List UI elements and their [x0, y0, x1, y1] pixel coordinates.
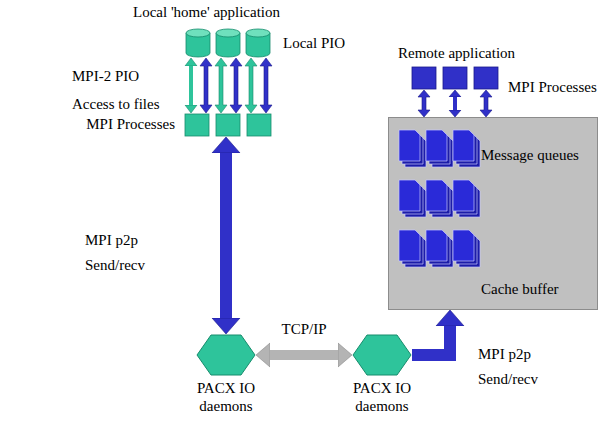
process-square — [474, 67, 498, 89]
storage-cylinders-shape — [183, 28, 273, 58]
process-square — [443, 67, 467, 89]
queue-page — [426, 180, 447, 211]
pio-arrow — [215, 58, 227, 113]
process-square — [216, 114, 240, 136]
queue-page — [453, 180, 474, 211]
pio-arrow — [260, 58, 272, 113]
edge-label: MPI-2 PIO Access to files — [72, 62, 184, 118]
disk-cylinder — [246, 29, 270, 57]
pio-arrow — [230, 58, 242, 113]
node-label: PACX IO daemons — [186, 379, 266, 415]
hexagon-outline — [353, 335, 411, 375]
edge-label: TCP/IP — [262, 320, 346, 338]
node-label: Message queues — [481, 146, 579, 164]
cylinder-top — [246, 29, 270, 37]
disk-cylinder — [186, 29, 210, 57]
disk-cylinder — [216, 29, 240, 57]
pio-arrow — [200, 58, 212, 113]
cylinder-top — [216, 29, 240, 37]
application-title: Local 'home' application — [133, 3, 280, 21]
connector-arrow — [189, 66, 193, 105]
daemon-hexagon-shape — [352, 334, 412, 376]
process-squares-shape — [183, 113, 273, 137]
connector-arrow — [220, 153, 232, 318]
connector-arrow — [453, 97, 457, 110]
queue-arrow — [418, 90, 430, 117]
daemon-hexagon: PACX IO daemons — [196, 334, 256, 376]
process-squares-shape — [410, 66, 500, 90]
pio-arrow — [245, 58, 257, 113]
daemon-hexagon-shape — [196, 334, 256, 376]
process-square — [247, 114, 271, 136]
queue-page — [453, 230, 474, 261]
node-caption: Cache buffer — [481, 280, 559, 298]
queue-page — [399, 230, 420, 261]
cylinder-top — [186, 29, 210, 37]
queue-page — [426, 130, 447, 161]
node-label: MPI Processes — [86, 115, 175, 133]
hexagon-outline — [197, 335, 255, 375]
queue-page — [453, 130, 474, 161]
edge-label: MPI p2p Send/recv — [85, 228, 163, 278]
process-squares: MPI Processes — [410, 66, 500, 90]
process-square — [185, 114, 209, 136]
queue-arrow — [480, 90, 492, 117]
daemon-hexagon: PACX IO daemons — [352, 334, 412, 376]
application-title: Remote application — [398, 44, 515, 62]
connector-arrow — [270, 350, 338, 360]
node-label: Local PIO — [283, 34, 345, 52]
queue-page — [426, 230, 447, 261]
queue-arrows — [418, 90, 492, 117]
cache-buffer: Message queuesCache buffer — [388, 117, 598, 310]
process-squares: MPI Processes — [183, 113, 273, 137]
queue-page — [399, 180, 420, 211]
pio-arrows — [200, 58, 272, 113]
queue-page — [399, 130, 420, 161]
process-square — [412, 67, 436, 89]
edge-label: MPI p2p Send/recv — [478, 342, 558, 392]
node-label: MPI Processes — [508, 78, 597, 96]
storage-cylinders: Local PIO — [183, 28, 273, 58]
node-label: PACX IO daemons — [342, 379, 422, 415]
connector-arrow — [412, 326, 450, 355]
